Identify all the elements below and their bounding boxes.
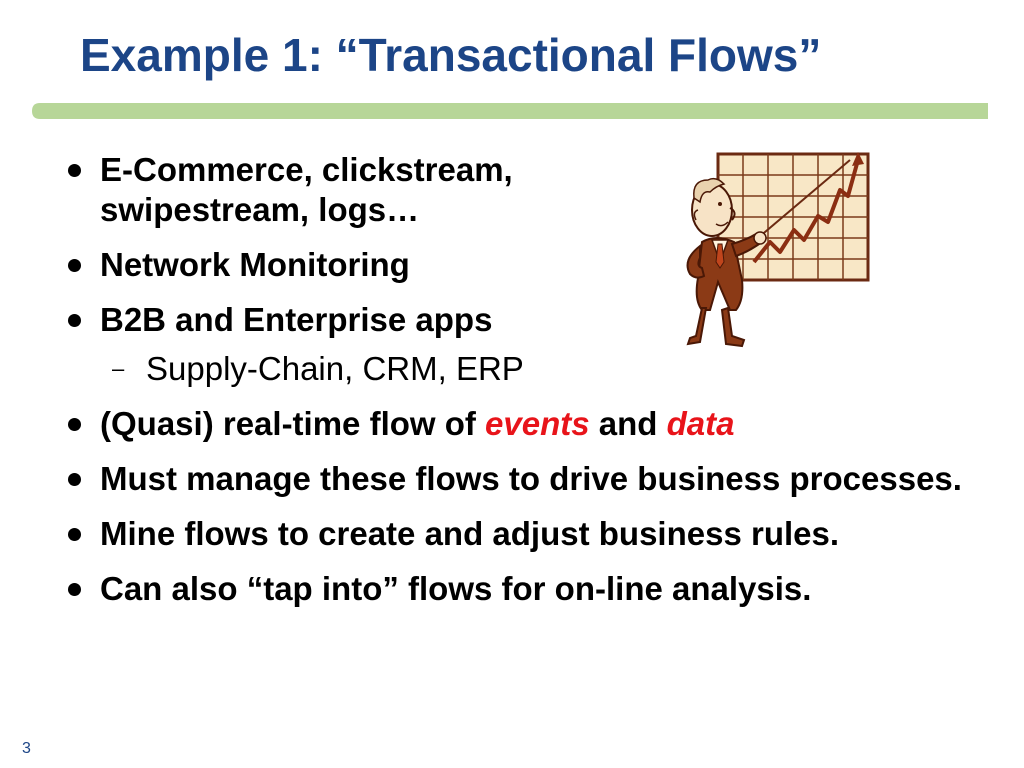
bullet-text: Must manage these flows to drive busines… — [100, 460, 962, 497]
bullet-item: B2B and Enterprise apps — [60, 300, 970, 340]
bullet-item: E-Commerce, clickstream, swipestream, lo… — [60, 150, 620, 230]
bullet-dot — [68, 583, 81, 596]
bullet-text: Network Monitoring — [100, 246, 410, 283]
bullet-item: Mine flows to create and adjust business… — [60, 514, 970, 554]
sub-bullet-item: – Supply-Chain, CRM, ERP — [60, 349, 970, 389]
bullet-text: Can also “tap into” flows for on-line an… — [100, 570, 812, 607]
bullet-text: B2B and Enterprise apps — [100, 301, 493, 338]
bullet-dot — [68, 164, 81, 177]
bullet-text: (Quasi) real-time flow of events and dat… — [100, 405, 734, 442]
slide-number: 3 — [22, 740, 31, 757]
bullet-text: Mine flows to create and adjust business… — [100, 515, 840, 552]
bullet-text: E-Commerce, clickstream, swipestream, lo… — [100, 151, 513, 228]
bullet-item: Can also “tap into” flows for on-line an… — [60, 569, 970, 609]
bullet-dot — [68, 418, 81, 431]
bullet-text-prefix: (Quasi) real-time flow of — [100, 405, 486, 442]
bullet-item: (Quasi) real-time flow of events and dat… — [60, 404, 970, 444]
sub-bullet-text: Supply-Chain, CRM, ERP — [146, 350, 524, 387]
bullet-dot — [68, 259, 81, 272]
emphasis-data: data — [666, 405, 735, 442]
bullet-item: Must manage these flows to drive busines… — [60, 459, 970, 499]
bullet-item: Network Monitoring — [60, 245, 970, 285]
bullet-dot — [68, 314, 81, 327]
sub-bullet-dash: – — [112, 356, 125, 381]
bullet-text-middle: and — [589, 405, 667, 442]
bullet-list: E-Commerce, clickstream, swipestream, lo… — [60, 150, 970, 624]
slide-title: Example 1: “Transactional Flows” — [80, 29, 822, 81]
emphasis-events: events — [485, 405, 590, 442]
bullet-dot — [68, 528, 81, 541]
presenter-with-rising-chart-icon — [686, 152, 870, 348]
title-underline-bar — [32, 103, 988, 119]
bullet-dot — [68, 473, 81, 486]
